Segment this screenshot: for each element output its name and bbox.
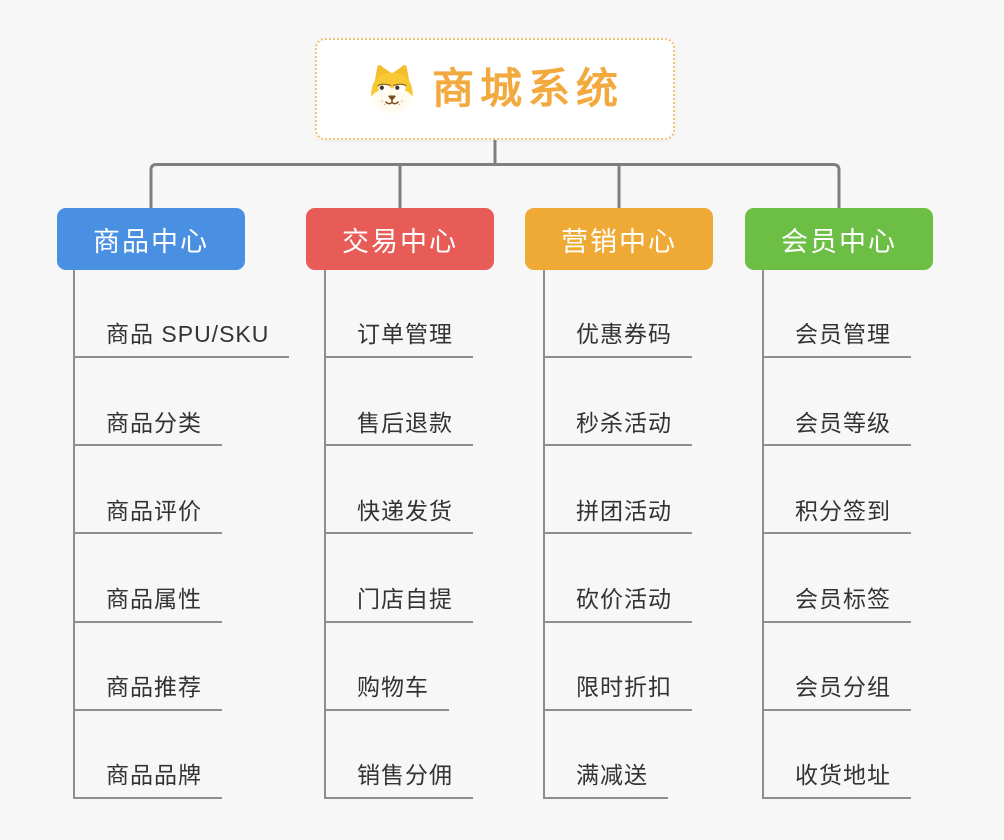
leaf-node[interactable]: 商品 SPU/SKU (73, 270, 290, 359)
root-title: 商城系统 (431, 65, 624, 112)
leaf-label: 售后退款 (324, 409, 473, 447)
branch-header-marketing-center[interactable]: 营销中心 (525, 208, 713, 270)
leaf-label: 积分签到 (762, 497, 911, 535)
leaf-label: 快递发货 (324, 497, 473, 535)
leaf-node[interactable]: 商品分类 (73, 358, 289, 447)
leaf-label: 订单管理 (324, 320, 473, 359)
leaf-label: 销售分佣 (324, 761, 473, 799)
leaf-node[interactable]: 会员管理 (762, 270, 911, 359)
branch-items-member-center: 会员管理 会员等级 积分签到 会员标签 会员分组 收货地址 (762, 270, 911, 799)
leaf-node[interactable]: 商品品牌 (73, 711, 289, 799)
leaf-node[interactable]: 秒杀活动 (543, 358, 692, 447)
leaf-node[interactable]: 会员标签 (762, 534, 911, 623)
leaf-node[interactable]: 砍价活动 (543, 534, 692, 623)
root-node[interactable]: 商城系统 (315, 38, 675, 140)
leaf-node[interactable]: 订单管理 (324, 270, 473, 359)
leaf-label: 商品推荐 (73, 673, 222, 711)
leaf-label: 商品 SPU/SKU (73, 320, 290, 359)
leaf-node[interactable]: 商品评价 (73, 446, 289, 535)
leaf-label: 收货地址 (762, 761, 911, 799)
leaf-node[interactable]: 购物车 (324, 623, 473, 711)
branch-header-product-center[interactable]: 商品中心 (57, 208, 245, 270)
leaf-node[interactable]: 快递发货 (324, 446, 473, 535)
leaf-node[interactable]: 积分签到 (762, 446, 911, 535)
leaf-node[interactable]: 售后退款 (324, 358, 473, 447)
leaf-node[interactable]: 优惠券码 (543, 270, 692, 359)
leaf-label: 会员管理 (762, 320, 911, 359)
leaf-node[interactable]: 会员等级 (762, 358, 911, 447)
leaf-label: 秒杀活动 (543, 409, 692, 447)
leaf-node[interactable]: 满减送 (543, 711, 692, 799)
leaf-label: 满减送 (543, 761, 668, 799)
leaf-node[interactable]: 销售分佣 (324, 711, 473, 799)
leaf-node[interactable]: 商品推荐 (73, 623, 289, 711)
leaf-label: 商品分类 (73, 409, 222, 447)
leaf-label: 商品品牌 (73, 761, 222, 799)
leaf-label: 优惠券码 (543, 320, 692, 359)
leaf-node[interactable]: 限时折扣 (543, 623, 692, 711)
branch-items-trade-center: 订单管理 售后退款 快递发货 门店自提 购物车 销售分佣 (324, 270, 473, 799)
branch-bus-line (149, 163, 841, 208)
leaf-label: 商品属性 (73, 585, 222, 623)
leaf-label: 购物车 (324, 673, 449, 711)
leaf-label: 会员分组 (762, 673, 911, 711)
leaf-label: 会员标签 (762, 585, 911, 623)
leaf-label: 门店自提 (324, 585, 473, 623)
branch-items-marketing-center: 优惠券码 秒杀活动 拼团活动 砍价活动 限时折扣 满减送 (543, 270, 692, 799)
branch-header-member-center[interactable]: 会员中心 (745, 208, 933, 270)
leaf-node[interactable]: 门店自提 (324, 534, 473, 623)
leaf-node[interactable]: 收货地址 (762, 711, 911, 799)
leaf-label: 拼团活动 (543, 497, 692, 535)
branch-items-product-center: 商品 SPU/SKU 商品分类 商品评价 商品属性 商品推荐 商品品牌 (73, 270, 290, 799)
leaf-label: 商品评价 (73, 497, 222, 535)
dog-face-icon (370, 65, 414, 114)
leaf-label: 砍价活动 (543, 585, 692, 623)
leaf-node[interactable]: 拼团活动 (543, 446, 692, 535)
leaf-node[interactable]: 商品属性 (73, 534, 289, 623)
leaf-label: 限时折扣 (543, 673, 692, 711)
branch-header-trade-center[interactable]: 交易中心 (306, 208, 494, 270)
leaf-label: 会员等级 (762, 409, 911, 447)
leaf-node[interactable]: 会员分组 (762, 623, 911, 711)
